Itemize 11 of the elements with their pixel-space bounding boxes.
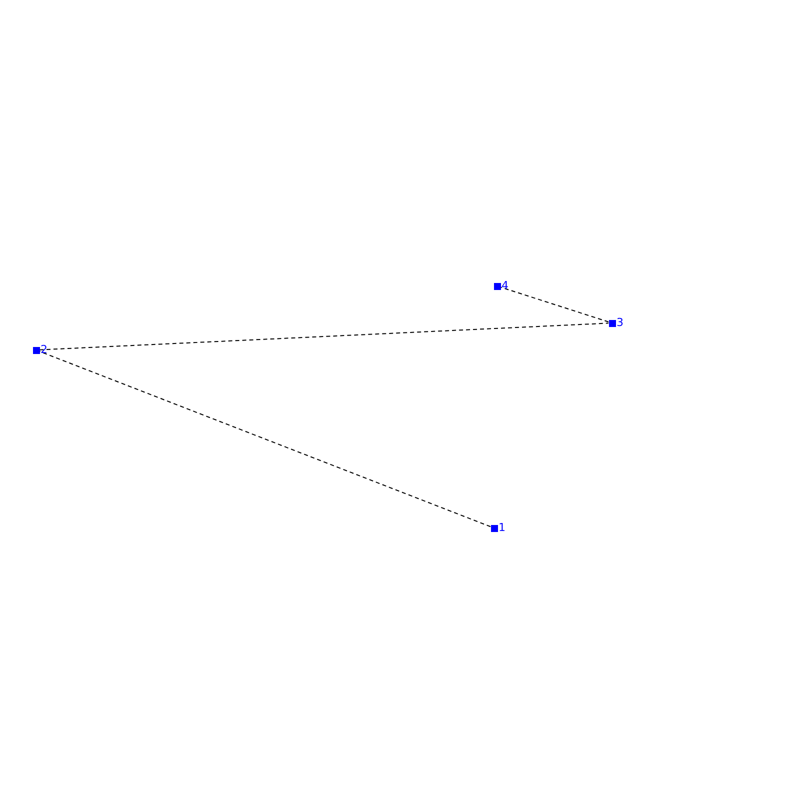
connector-line — [39, 322, 609, 350]
node-number: 1 — [498, 522, 506, 534]
node-number: 3 — [616, 317, 624, 329]
square-marker — [490, 524, 498, 532]
node-number: 4 — [502, 280, 508, 292]
square-marker — [608, 320, 616, 326]
square-marker — [32, 346, 40, 354]
square-marker — [494, 282, 500, 290]
connector-line — [500, 286, 609, 322]
node-number: 2 — [40, 344, 48, 356]
connector-line — [39, 350, 491, 528]
